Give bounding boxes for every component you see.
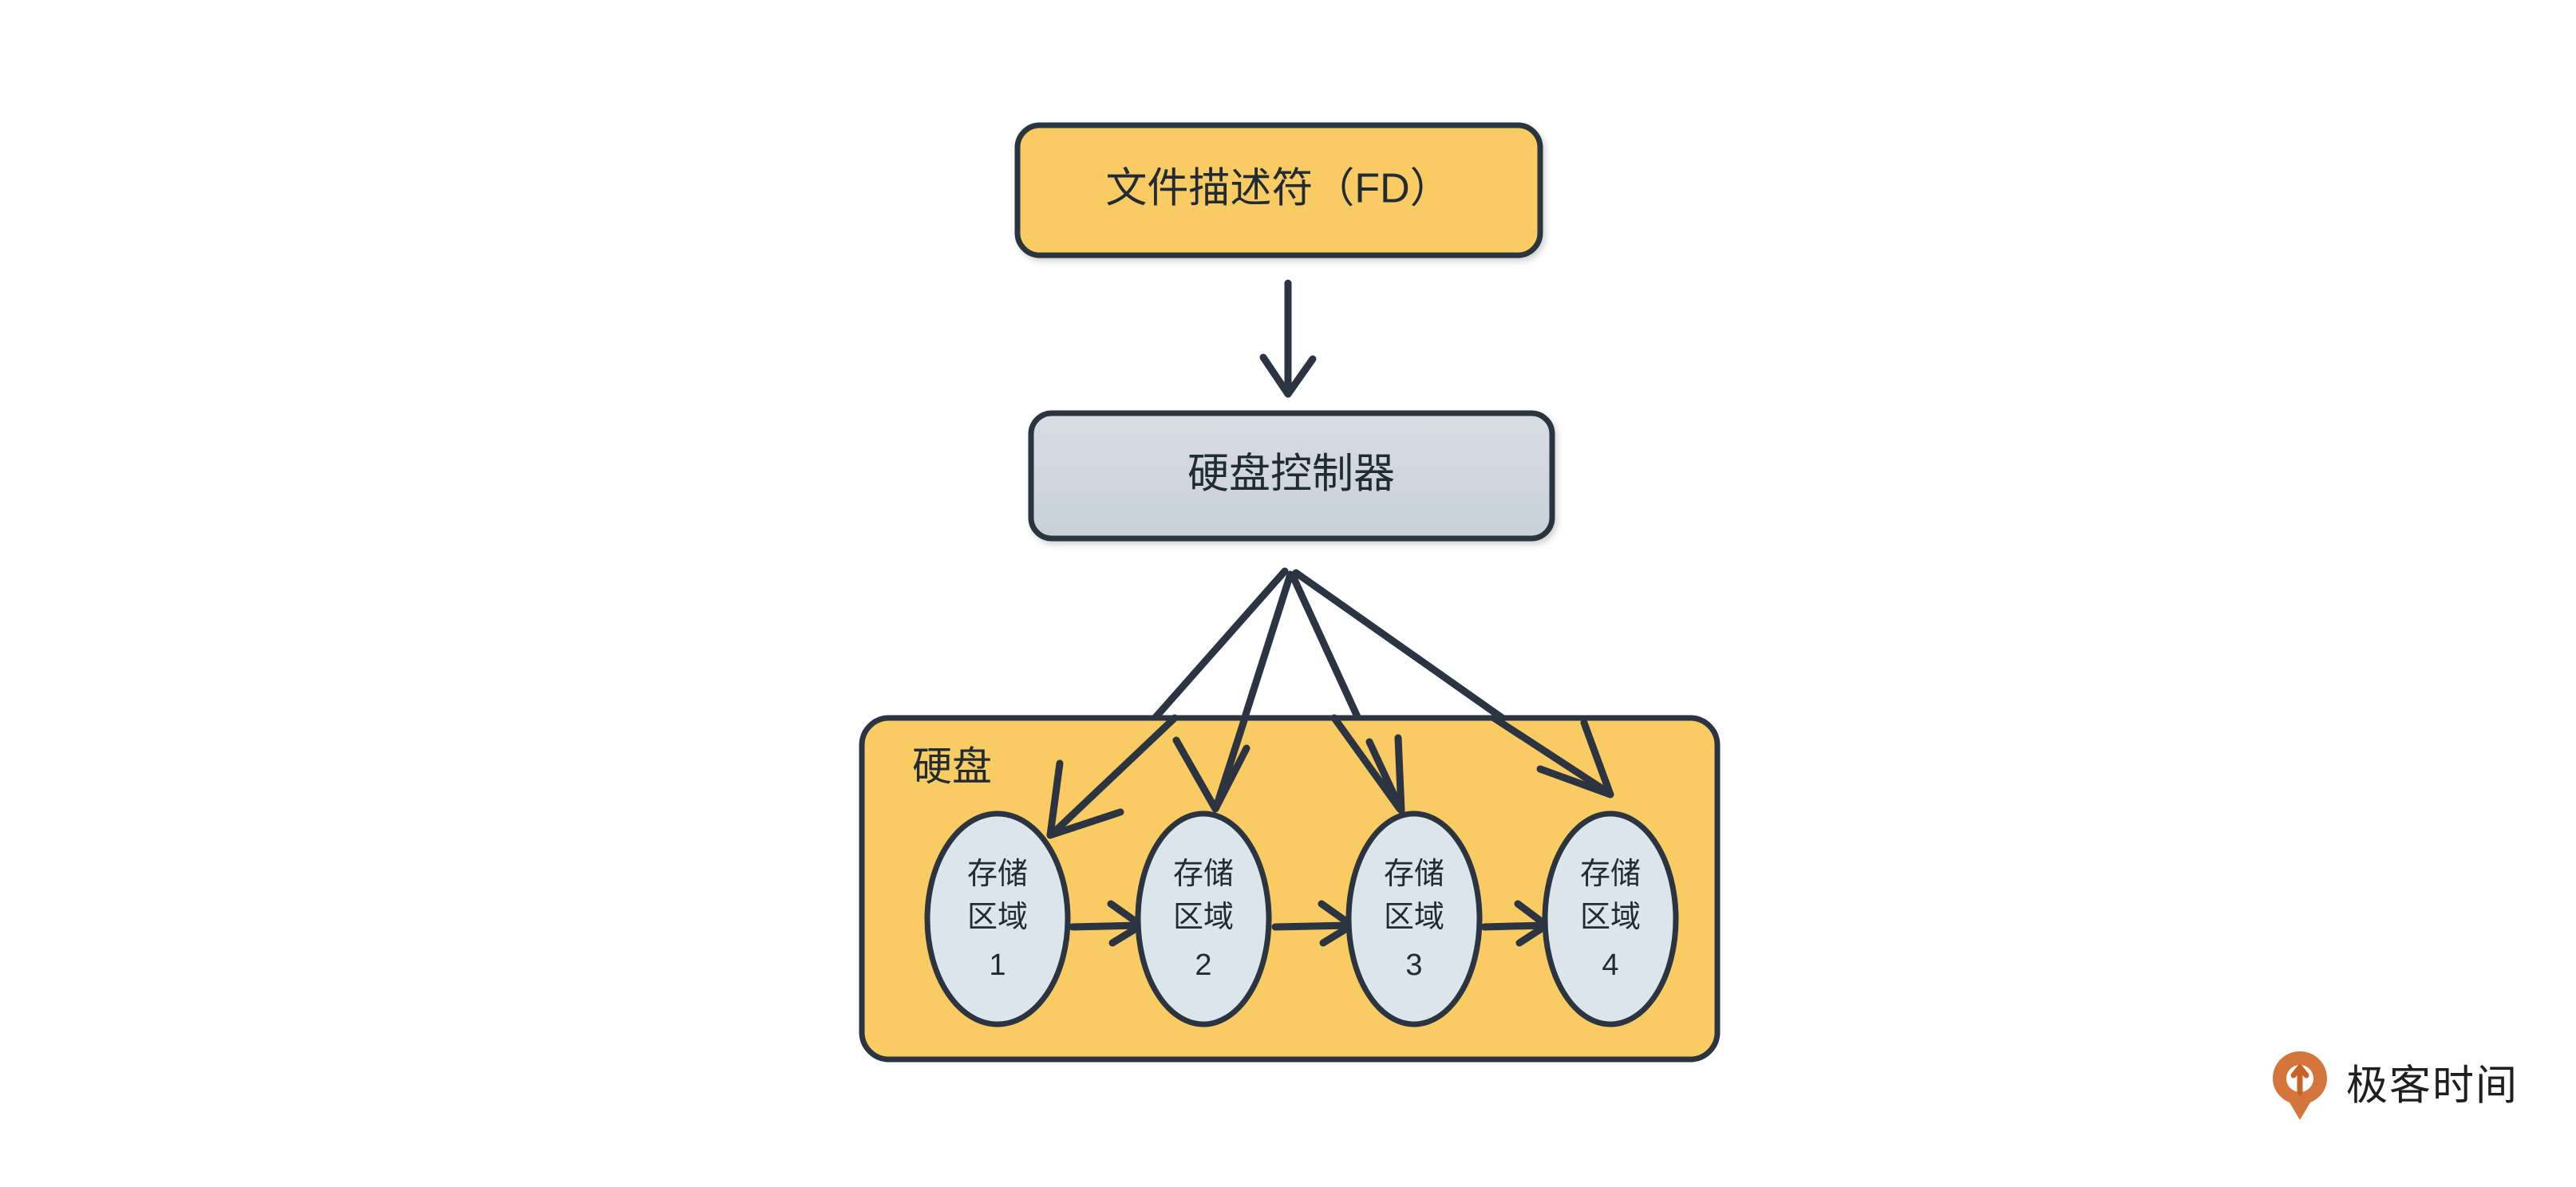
- storage-region-3-shape: [1345, 810, 1483, 1027]
- disk-controller-box[interactable]: 硬盘控制器: [1028, 410, 1555, 542]
- hard-disk-label: 硬盘: [912, 744, 992, 789]
- storage-region-4-line2: 区域: [1580, 901, 1641, 934]
- storage-region-4-index: 4: [1602, 948, 1618, 982]
- storage-region-4[interactable]: 存储 区域 4: [1542, 810, 1679, 1027]
- storage-region-3-line2: 区域: [1384, 901, 1444, 934]
- hard-disk-container-shape: [859, 715, 1721, 1063]
- file-descriptor-label: 文件描述符（FD）: [1105, 166, 1451, 212]
- brand-watermark: 极客时间: [2273, 1051, 2519, 1120]
- storage-region-3[interactable]: 存储 区域 3: [1345, 810, 1483, 1027]
- storage-region-4-line1: 存储: [1580, 858, 1641, 891]
- logo-arrow-glyph: [2290, 1064, 2309, 1096]
- file-descriptor-box-shape: [1014, 122, 1543, 258]
- storage-region-2-line2: 区域: [1173, 901, 1234, 934]
- storage-region-2-index: 2: [1195, 948, 1211, 982]
- file-descriptor-box[interactable]: 文件描述符（FD）: [1014, 122, 1543, 258]
- disk-controller-label: 硬盘控制器: [1187, 452, 1395, 498]
- fd-to-controller-arrow: [1259, 279, 1317, 398]
- storage-region-1-line2: 区域: [967, 901, 1028, 934]
- storage-region-1-line1: 存储: [967, 858, 1028, 891]
- storage-region-2[interactable]: 存储 区域 2: [1135, 810, 1272, 1027]
- storage-region-3-line1: 存储: [1384, 858, 1444, 891]
- storage-region-2-shape: [1135, 810, 1272, 1027]
- storage-region-4-shape: [1542, 810, 1679, 1027]
- fanout-arrow-1-head: [1046, 714, 1179, 839]
- fanout-arrow-2-head: [1172, 714, 1250, 813]
- storage-region-1-index: 1: [989, 948, 1006, 982]
- storage-region-2-line1: 存储: [1173, 858, 1234, 891]
- fanout-arrow-4-head: [1490, 714, 1614, 799]
- geektime-logo-icon: [2273, 1051, 2327, 1120]
- fanout-arrow-overlays: [1046, 714, 1614, 839]
- storage-region-1[interactable]: 存储 区域 1: [924, 810, 1071, 1027]
- fanout-arrow-3-head: [1330, 714, 1405, 814]
- storage-region-3-index: 3: [1405, 948, 1422, 982]
- storage-region-1-shape: [924, 810, 1071, 1027]
- hard-disk-container[interactable]: 硬盘: [859, 715, 1721, 1063]
- disk-controller-box-shape: [1028, 410, 1555, 542]
- brand-name: 极客时间: [2346, 1063, 2519, 1110]
